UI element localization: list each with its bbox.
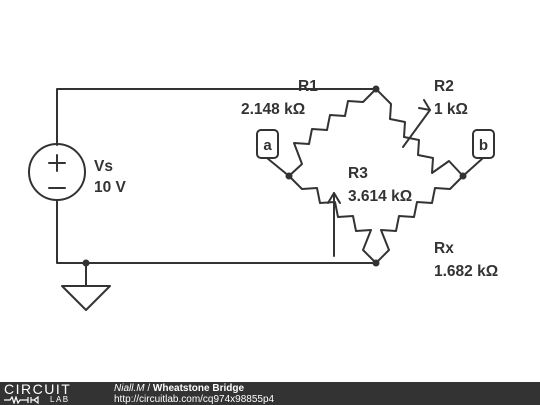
- resistor-rx-value: 1.682 kΩ: [434, 263, 498, 280]
- author-name[interactable]: Niall.M: [114, 383, 145, 394]
- probe-a-lead: [266, 157, 290, 177]
- circuitlab-logo[interactable]: CIRCUIT LAB: [4, 382, 96, 405]
- circuit-title: Wheatstone Bridge: [152, 383, 245, 394]
- resistor-r2-symbol: [375, 88, 464, 177]
- node-ground: [82, 259, 90, 267]
- meta-separator: /: [144, 383, 153, 394]
- footer-bar: CIRCUIT LAB Niall.M / Wheatstone Bridge …: [0, 382, 540, 405]
- source-value: 10 V: [94, 179, 127, 196]
- resistor-rx-symbol: [375, 175, 464, 264]
- probe-a-label: a: [263, 137, 272, 154]
- logo-wordmark-bottom: LAB: [50, 395, 70, 404]
- probe-b-lead: [462, 157, 484, 177]
- source-label: Vs: [94, 158, 113, 175]
- node-bottom: [372, 259, 380, 267]
- circuit-meta: Niall.M / Wheatstone Bridge: [114, 383, 244, 394]
- resistor-r1-symbol: [288, 88, 377, 177]
- voltage-source-symbol: [28, 143, 86, 201]
- schematic: a b Vs 10 V R1 2.148 kΩ R2 1 kΩ R3 3.614…: [28, 78, 498, 311]
- logo-wordmark-top: CIRCUIT: [4, 381, 72, 397]
- resistor-r3-value: 3.614 kΩ: [348, 188, 412, 205]
- resistor-r2-label: R2: [434, 78, 454, 95]
- probe-b-tag[interactable]: [472, 129, 495, 159]
- node-top: [372, 85, 380, 93]
- resistor-r3-label: R3: [348, 165, 368, 182]
- resistor-rx-label: Rx: [434, 240, 454, 257]
- resistor-r1-label: R1: [298, 78, 318, 95]
- logo-circuit-icon: [4, 396, 39, 404]
- node-a: [285, 172, 293, 180]
- bottom-wire: [56, 199, 377, 264]
- probe-b-label: b: [479, 137, 488, 154]
- resistor-r1-value: 2.148 kΩ: [241, 101, 305, 118]
- resistor-r2-value: 1 kΩ: [434, 101, 468, 118]
- top-wire: [56, 88, 377, 146]
- node-b: [459, 172, 467, 180]
- circuit-url[interactable]: http://circuitlab.com/cq974x98855p4: [114, 394, 275, 405]
- resistor-r3-symbol: [288, 175, 377, 264]
- ground-symbol: [61, 285, 111, 311]
- probe-a-tag[interactable]: [256, 129, 279, 159]
